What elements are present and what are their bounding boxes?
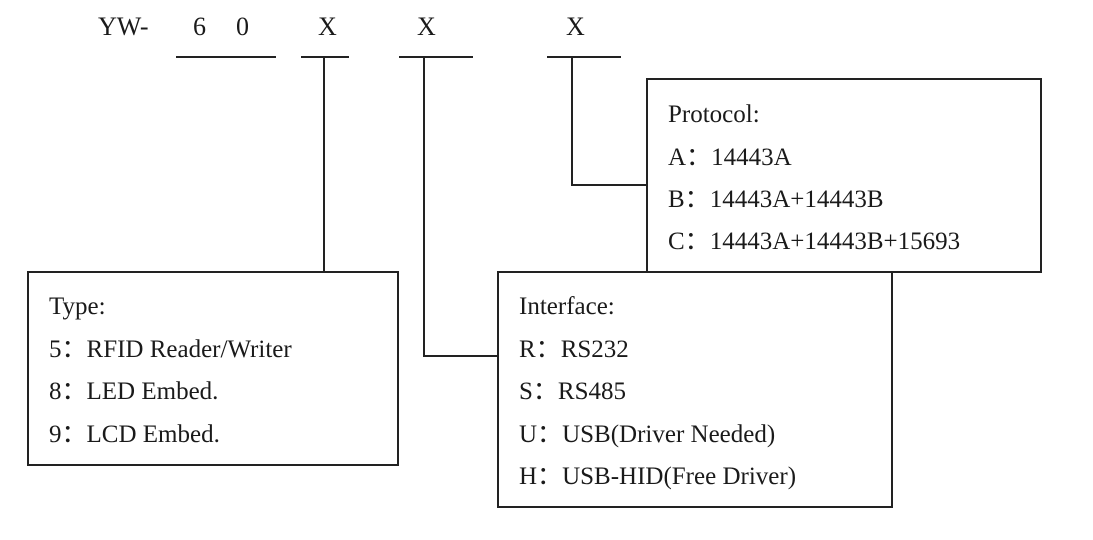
protocol-item-value: 14443A (711, 144, 792, 171)
underline-type (301, 56, 349, 58)
protocol-item-key: C： (668, 228, 710, 255)
code-digit-6: 6 (193, 12, 206, 41)
type-item-key: 9： (49, 421, 87, 448)
interface-item: H：USB-HID(Free Driver) (519, 462, 796, 492)
connector-protocol-vertical (571, 57, 573, 186)
type-item-key: 8： (49, 378, 87, 405)
protocol-title: Protocol: (668, 101, 760, 128)
interface-item: R：RS232 (519, 335, 629, 365)
type-title: Type: (49, 293, 106, 320)
interface-item: U：USB(Driver Needed) (519, 420, 775, 450)
underline-interface (399, 56, 473, 58)
type-item: 5：RFID Reader/Writer (49, 335, 292, 365)
code-protocol-placeholder: X (566, 12, 585, 41)
connector-interface-vertical (423, 57, 425, 357)
interface-item-key: U： (519, 421, 563, 448)
interface-box: Interface: R：RS232 S：RS485 U：USB(Driver … (497, 271, 893, 508)
interface-item: S：RS485 (519, 377, 626, 407)
protocol-item: A：14443A (668, 143, 792, 173)
type-item-key: 5： (49, 336, 87, 363)
interface-title: Interface: (519, 293, 615, 320)
connector-interface-horizontal (423, 355, 499, 357)
type-item-value: RFID Reader/Writer (86, 336, 292, 363)
type-item-value: LCD Embed. (86, 421, 220, 448)
type-item: 8：LED Embed. (49, 377, 218, 407)
interface-item-key: H： (519, 463, 563, 490)
underline-protocol (547, 56, 621, 58)
code-interface-placeholder: X (417, 12, 436, 41)
interface-item-value: RS485 (557, 378, 626, 405)
code-digit-0: 0 (236, 12, 249, 41)
type-item-value: LED Embed. (86, 378, 219, 405)
code-type-placeholder: X (318, 12, 337, 41)
protocol-item-key: B： (668, 186, 710, 213)
protocol-item: B：14443A+14443B (668, 185, 884, 215)
protocol-item-value: 14443A+14443B+15693 (709, 228, 961, 255)
interface-item-key: S： (519, 378, 558, 405)
protocol-item-key: A： (668, 144, 712, 171)
type-item: 9：LCD Embed. (49, 420, 220, 450)
interface-item-value: USB-HID(Free Driver) (562, 463, 797, 490)
type-box: Type: 5：RFID Reader/Writer 8：LED Embed. … (27, 271, 399, 466)
interface-item-value: USB(Driver Needed) (562, 421, 776, 448)
interface-item-key: R： (519, 336, 561, 363)
underline-digits (176, 56, 276, 58)
protocol-box: Protocol: A：14443A B：14443A+14443B C：144… (646, 78, 1042, 273)
code-prefix: YW- (98, 12, 149, 41)
interface-item-value: RS232 (560, 336, 629, 363)
protocol-item: C：14443A+14443B+15693 (668, 227, 960, 257)
connector-type (323, 57, 325, 273)
connector-protocol-horizontal (571, 184, 648, 186)
protocol-item-value: 14443A+14443B (709, 186, 884, 213)
